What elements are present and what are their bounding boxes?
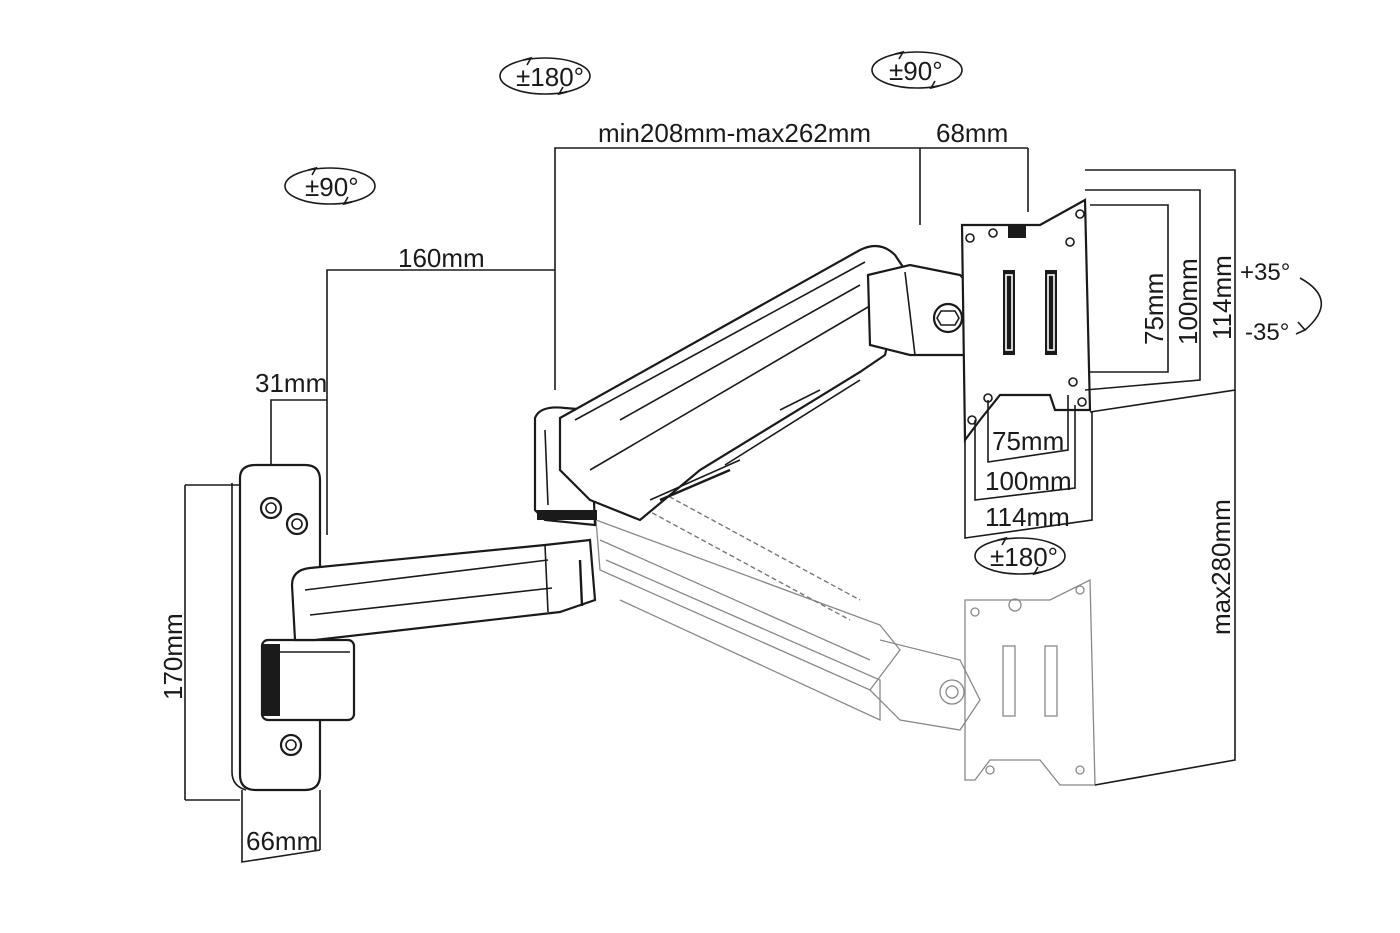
ghost-vesa-plate [964,578,1096,786]
rotation-indicators [284,50,1323,576]
label-max-height: max280mm [1206,499,1236,635]
tilt-arc [1295,277,1323,335]
label-tilt-up: +35° [1240,259,1290,286]
label-head-depth: 68mm [936,118,1008,148]
label-wall-offset: 31mm [255,368,327,398]
ghost-arm-lowered-position [595,469,981,731]
rotation-arm-swivel [499,56,591,96]
wall-pivot-block [260,638,356,722]
label-vesa-h-75: 75mm [1139,273,1169,345]
label-vesa-w-114: 114mm [985,502,1070,532]
dimension-lines [184,147,1236,863]
label-rotation: ±180° [990,542,1058,572]
label-plate-height: 170mm [158,613,188,700]
label-head-swivel: ±90° [889,56,943,86]
label-arm-swivel: ±180° [516,62,584,92]
rotation-wall-swivel [284,166,376,206]
tilt-head [866,263,987,357]
rotation-head-swivel [871,50,963,90]
label-vesa-w-75: 75mm [992,426,1064,456]
label-plate-width: 66mm [246,826,318,856]
first-arm [290,538,597,642]
label-tilt-down: -35° [1245,319,1289,346]
label-second-arm: min208mm-max262mm [598,118,871,148]
rotation-vesa [974,536,1066,576]
vesa-plate [960,198,1092,444]
label-vesa-h-100: 100mm [1173,258,1203,345]
label-vesa-w-100: 100mm [985,466,1072,496]
label-wall-swivel: ±90° [305,172,359,202]
second-arm [558,244,907,522]
label-first-arm: 160mm [398,243,485,273]
label-vesa-h-114: 114mm [1207,255,1237,340]
